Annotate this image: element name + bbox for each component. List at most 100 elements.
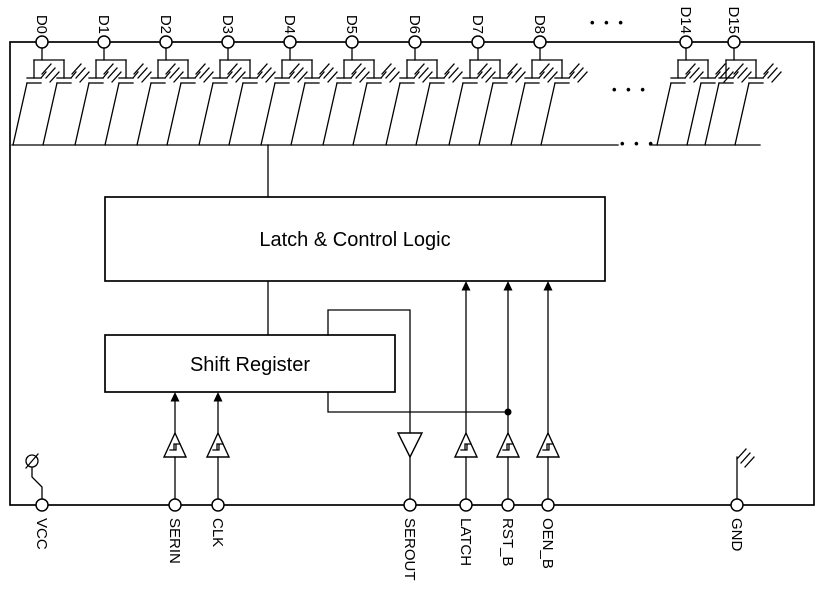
top-pin-D7: D7 bbox=[448, 15, 526, 146]
power-symbol-circle bbox=[25, 454, 39, 468]
wire bbox=[257, 63, 268, 75]
pin-label-D15: D15 bbox=[725, 6, 742, 34]
pin-circle-D5 bbox=[345, 35, 359, 49]
wire bbox=[693, 71, 704, 83]
wire bbox=[265, 71, 276, 83]
pin-label-D5: D5 bbox=[343, 15, 360, 34]
ground-icon bbox=[165, 63, 184, 83]
wire bbox=[547, 71, 558, 83]
power-wire bbox=[31, 467, 43, 500]
bottom-pin-LATCH: LATCH bbox=[453, 281, 479, 566]
top-pin-D2: D2 bbox=[136, 15, 214, 146]
ground-icon bbox=[736, 448, 755, 468]
pin-label-CLK: CLK bbox=[209, 518, 226, 547]
pin-circle-D14 bbox=[679, 35, 693, 49]
source-wire bbox=[256, 71, 263, 79]
source-wire bbox=[476, 71, 483, 79]
gate-to-bus-wire bbox=[656, 82, 672, 146]
top-pin-D4: D4 bbox=[260, 15, 338, 146]
wire bbox=[737, 67, 748, 79]
nmos-transistor bbox=[290, 59, 338, 146]
pin-label-LATCH: LATCH bbox=[457, 518, 474, 566]
wire bbox=[351, 63, 362, 75]
nmos-transistor bbox=[704, 59, 752, 146]
pin-label-OEN_B: OEN_B bbox=[539, 518, 556, 569]
wire bbox=[515, 71, 526, 83]
wire bbox=[319, 63, 330, 75]
wire bbox=[422, 71, 433, 83]
wire bbox=[359, 71, 370, 83]
top-pin-D15: D15 bbox=[704, 6, 782, 146]
wire bbox=[385, 67, 396, 79]
ground-icon bbox=[41, 63, 60, 83]
pin-label-RST_B: RST_B bbox=[499, 518, 516, 566]
wire bbox=[103, 63, 114, 75]
pin-circle-RST_B bbox=[501, 498, 515, 512]
pin-circle-D7 bbox=[471, 35, 485, 49]
hysteresis-icon bbox=[169, 443, 181, 451]
top-pin-D5: D5 bbox=[322, 15, 400, 146]
ground-icon bbox=[381, 63, 400, 83]
pin-label-VCC: VCC bbox=[33, 518, 50, 550]
ground-icon bbox=[733, 63, 752, 83]
wire bbox=[49, 71, 60, 83]
wire bbox=[137, 67, 148, 79]
nmos-transistor bbox=[74, 59, 122, 146]
nmos-transistor bbox=[510, 59, 558, 146]
gate-to-bus-wire bbox=[352, 82, 368, 146]
pin-label-SERIN: SERIN bbox=[166, 518, 183, 564]
pin-label-D3: D3 bbox=[219, 15, 236, 34]
gate-to-bus-wire bbox=[478, 82, 494, 146]
nmos-transistor bbox=[104, 59, 152, 146]
hysteresis-icon bbox=[502, 443, 514, 451]
wire bbox=[573, 67, 584, 79]
gate-to-bus-wire bbox=[198, 82, 214, 146]
nmos-transistor bbox=[540, 59, 588, 146]
wire bbox=[141, 71, 152, 83]
wire bbox=[763, 63, 774, 75]
wire bbox=[293, 67, 304, 79]
wire bbox=[323, 67, 334, 79]
wire bbox=[235, 71, 246, 83]
pin-circle-GND bbox=[730, 498, 744, 512]
nmos-transistor bbox=[415, 59, 463, 146]
source-wire bbox=[443, 71, 450, 79]
nmos-transistor bbox=[198, 59, 246, 146]
wire bbox=[133, 63, 144, 75]
nmos-transistor bbox=[385, 59, 433, 146]
wire bbox=[75, 67, 86, 79]
wire bbox=[741, 71, 752, 83]
ground-icon bbox=[507, 63, 526, 83]
wire bbox=[744, 456, 755, 468]
shift-register-block bbox=[104, 334, 396, 393]
ground-icon bbox=[444, 63, 463, 83]
ground-icon bbox=[351, 63, 370, 83]
arrow-up-icon bbox=[543, 281, 553, 291]
ground-icon bbox=[763, 63, 782, 83]
gate-to-bus-wire bbox=[228, 82, 244, 146]
top-pin-D14: D14 bbox=[656, 6, 734, 146]
wire bbox=[71, 63, 82, 75]
wire bbox=[539, 63, 550, 75]
wire bbox=[771, 71, 782, 83]
wire bbox=[477, 63, 488, 75]
pin-circle-SERIN bbox=[168, 498, 182, 512]
nmos-transistor bbox=[42, 59, 90, 146]
pin-label-D1: D1 bbox=[95, 15, 112, 34]
wire bbox=[685, 63, 696, 75]
source-wire bbox=[714, 71, 721, 79]
wire bbox=[481, 67, 492, 79]
pin-circle-D15 bbox=[727, 35, 741, 49]
pin-circle-SEROUT bbox=[403, 498, 417, 512]
ground-icon bbox=[71, 63, 90, 83]
wire bbox=[111, 71, 122, 83]
nmos-transistor bbox=[322, 59, 370, 146]
pin-label-D7: D7 bbox=[469, 15, 486, 34]
wire bbox=[297, 71, 308, 83]
wire bbox=[507, 63, 518, 75]
reset-branch-wire bbox=[327, 391, 509, 413]
gate-to-bus-wire bbox=[415, 82, 431, 146]
gate-to-bus-wire bbox=[540, 82, 556, 146]
